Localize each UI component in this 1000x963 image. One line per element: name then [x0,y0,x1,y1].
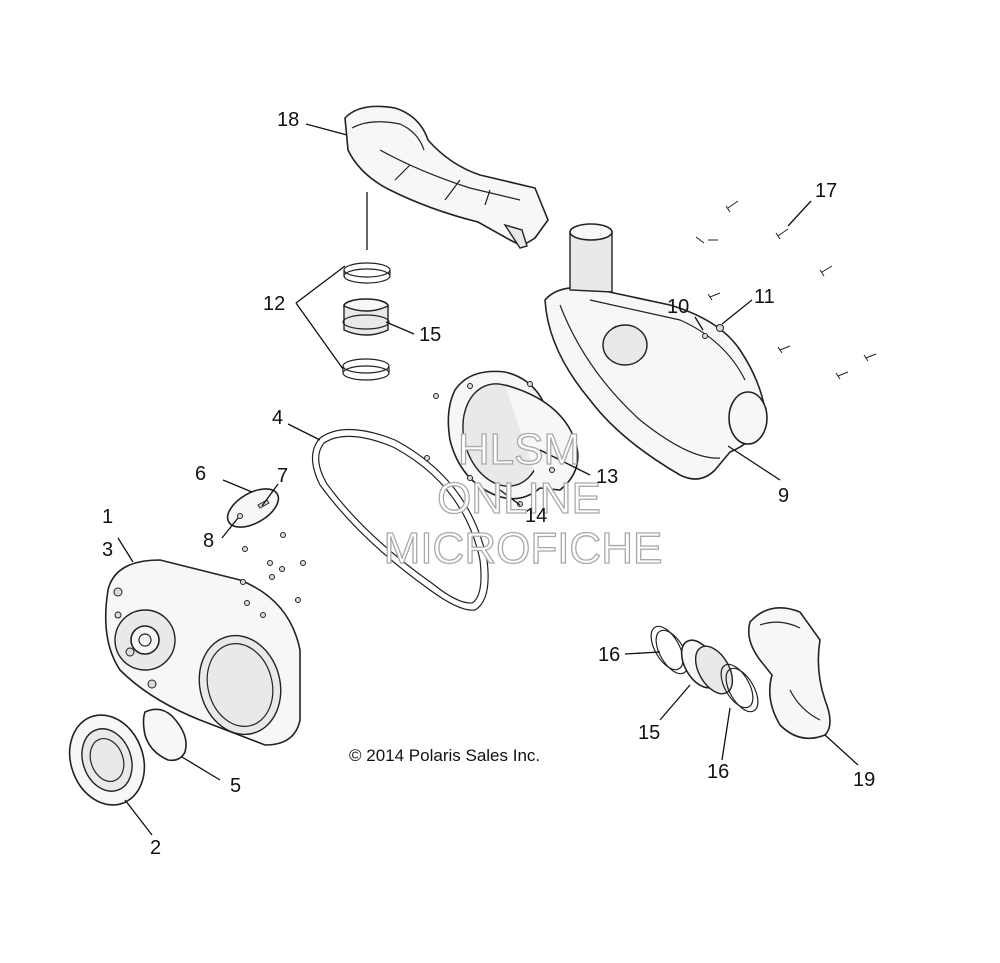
seal-part [68,714,146,806]
callout-2: 2 [150,837,161,859]
callout-19: 19 [853,769,875,791]
lower-coupler-part [680,639,734,695]
inner-cover-plate-part [447,370,579,500]
callout-13: 13 [596,466,618,488]
callout-15-lower: 15 [638,722,660,744]
watermark: HLSM ONLINE MICROFICHE [383,424,663,573]
watermark-line-3: MICROFICHE [384,524,663,573]
drive-belt-part [311,428,489,611]
callout-6: 6 [195,463,206,485]
callouts: 18 12 15 4 6 7 8 1 3 5 2 13 14 9 10 11 1… [102,109,875,859]
callout-18: 18 [277,109,299,131]
clutch-cover-part [104,559,301,746]
callout-14: 14 [525,505,547,527]
watermark-line-1: HLSM [458,425,580,474]
clamp-lower-part [342,358,390,381]
copyright-notice: © 2014 Polaris Sales Inc. [349,746,540,765]
clamp-upper-part [343,262,391,284]
callout-5: 5 [230,775,241,797]
callout-8: 8 [203,530,214,552]
lower-clamp-right-part [720,663,759,713]
callout-12: 12 [263,293,285,315]
callout-16-left: 16 [598,644,620,666]
callout-16-right: 16 [707,761,729,783]
access-plate-part [226,488,280,528]
coupler-upper-part [342,298,390,336]
callout-9: 9 [778,485,789,507]
leader-lines [117,123,859,836]
outer-housing-part [544,223,768,480]
callout-3: 3 [102,539,113,561]
callout-15-upper: 15 [419,324,441,346]
bolts-group [240,200,877,618]
watermark-line-2: ONLINE [437,474,601,523]
callout-7: 7 [277,465,288,487]
intake-duct-part [344,105,549,249]
callout-11: 11 [754,286,775,308]
callout-1: 1 [102,506,113,528]
lower-duct-part [747,606,831,740]
callout-4: 4 [272,407,283,429]
callout-10: 10 [667,296,689,318]
callout-17: 17 [815,180,837,202]
gasket-part [142,708,187,762]
